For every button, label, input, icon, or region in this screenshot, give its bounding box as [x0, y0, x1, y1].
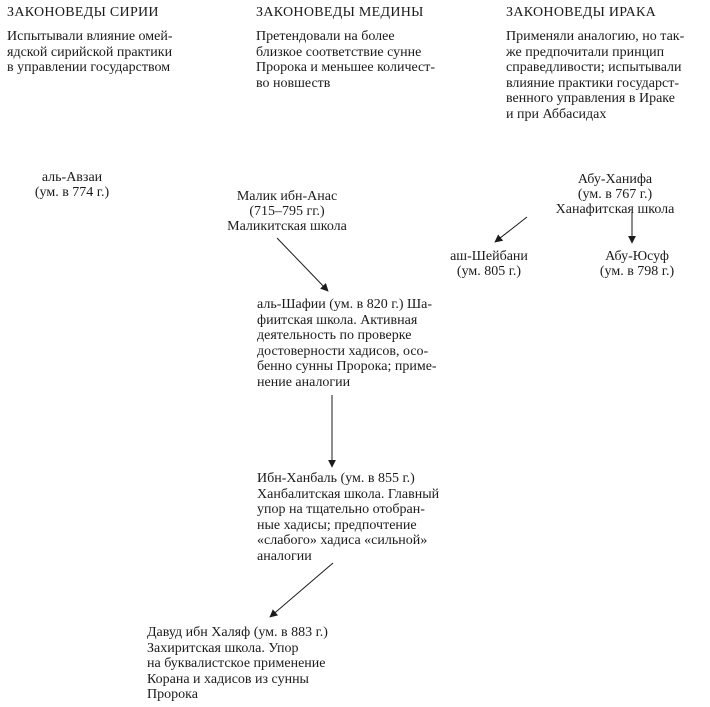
- column-iraq-title: ЗАКОНОВЕДЫ ИРАКА: [506, 5, 657, 20]
- column-medina: ЗАКОНОВЕДЫ МЕДИНЫ Претендовали на более …: [256, 5, 476, 91]
- node-hanifa: Абу-Ханифа (ум. в 767 г.) Ханафитская шк…: [555, 172, 675, 217]
- arrow-hanifa-to-shaybani: [494, 216, 528, 243]
- node-shaybani: аш-Шейбани (ум. 805 г.): [450, 249, 528, 279]
- column-syria-description: Испытывали влияние омей- ядской сирийско…: [7, 29, 173, 75]
- column-syria: ЗАКОНОВЕДЫ СИРИИ Испытывали влияние омей…: [7, 5, 222, 76]
- node-yusuf: Абу-Юсуф (ум. в 798 г.): [599, 249, 675, 279]
- column-iraq: ЗАКОНОВЕДЫ ИРАКА Применяли аналогию, но …: [506, 5, 710, 122]
- column-iraq-description: Применяли аналогию, но так- же предпочит…: [506, 29, 685, 122]
- node-hanbal: Ибн-Ханбаль (ум. в 855 г.) Ханбалитская …: [257, 471, 440, 564]
- column-syria-title: ЗАКОНОВЕДЫ СИРИИ: [7, 5, 159, 20]
- arrow-malik-to-shafii: [276, 237, 329, 292]
- arrow-hanbal-to-dawud: [269, 562, 334, 618]
- column-medina-description: Претендовали на более близкое соответств…: [256, 29, 436, 91]
- column-medina-title: ЗАКОНОВЕДЫ МЕДИНЫ: [256, 5, 424, 20]
- node-dawud: Давуд ибн Халяф (ум. в 883 г.) Захиритск…: [147, 625, 328, 702]
- node-avzai: аль-Авзаи (ум. в 774 г.): [34, 170, 110, 200]
- node-malik: Малик ибн-Анас (715–795 гг.) Маликитская…: [227, 189, 347, 234]
- node-shafii: аль-Шафии (ум. в 820 г.) Ша- фиитская шк…: [257, 297, 437, 390]
